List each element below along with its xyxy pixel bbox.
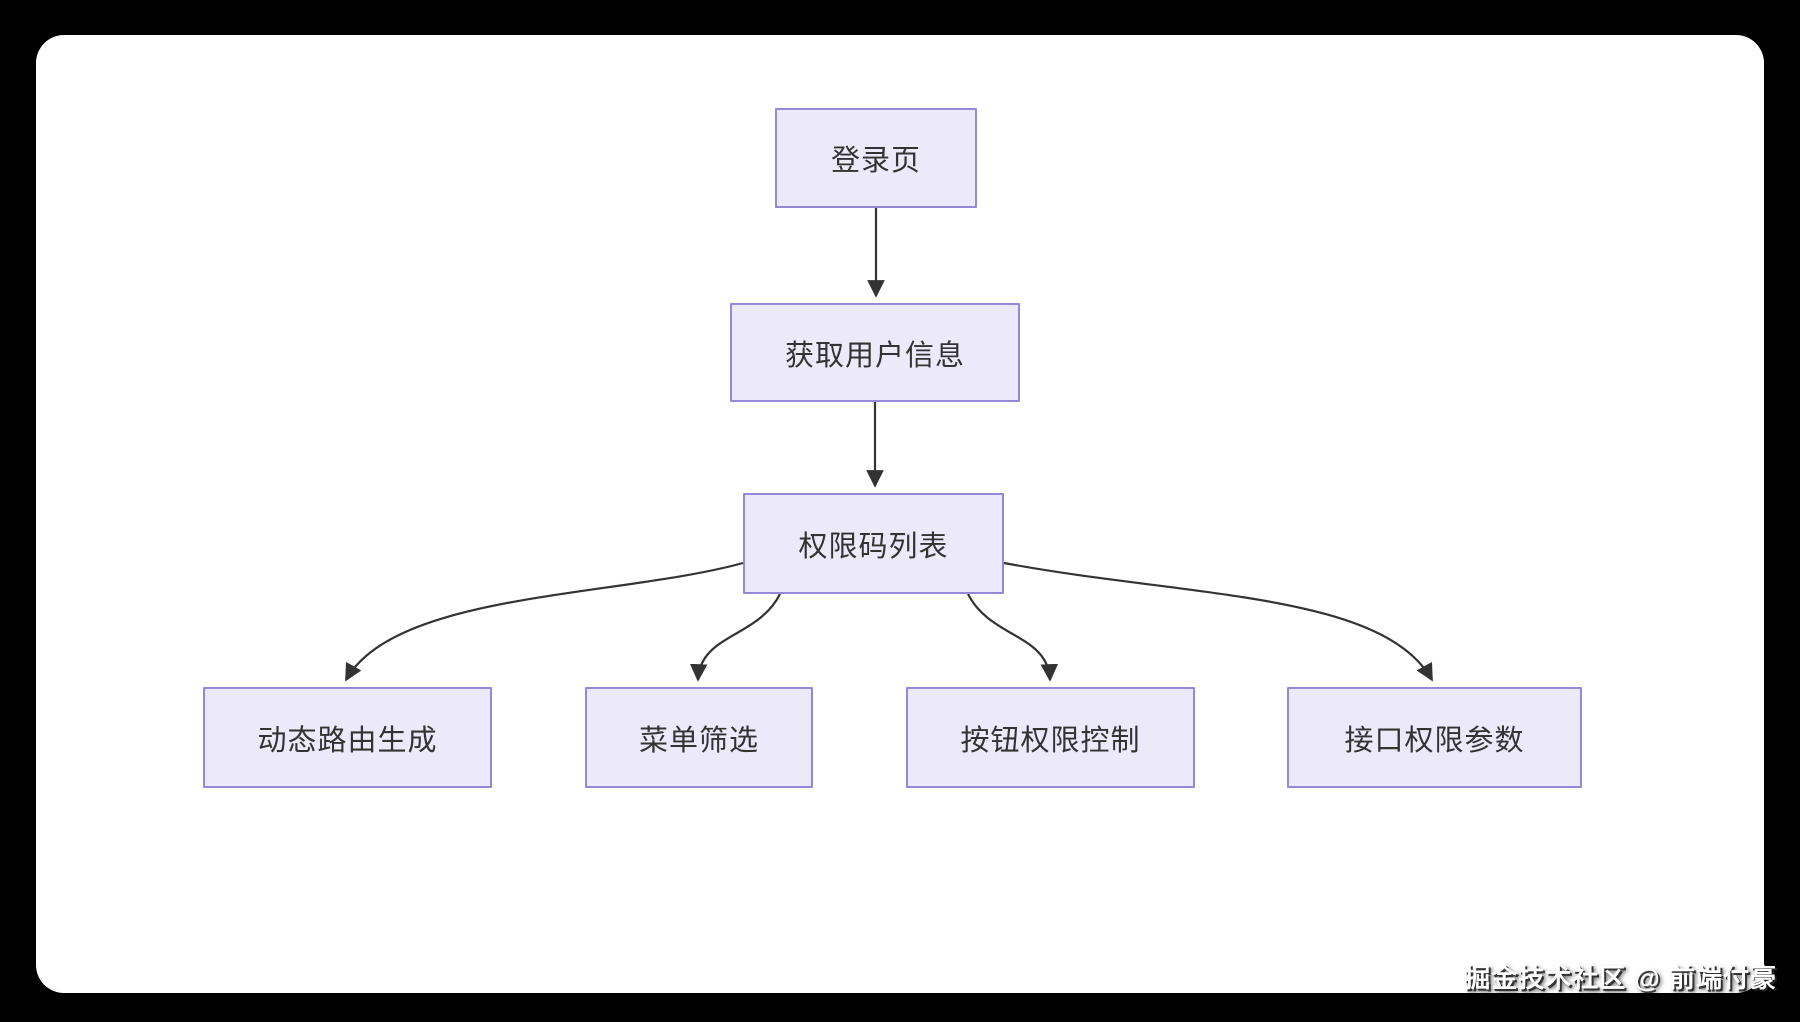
node-get-user-info-label: 获取用户信息 — [784, 339, 965, 372]
node-button-permission-control-label: 按钮权限控制 — [960, 724, 1141, 757]
node-login-page-label: 登录页 — [830, 145, 921, 177]
node-permission-code-list-label: 权限码列表 — [798, 530, 949, 563]
node-get-user-info: 获取用户信息 — [730, 303, 1020, 402]
node-api-permission-params: 接口权限参数 — [1287, 687, 1582, 788]
node-login-page: 登录页 — [775, 108, 977, 208]
node-menu-filtering-label: 菜单筛选 — [638, 724, 759, 757]
node-dynamic-route-generation: 动态路由生成 — [203, 687, 492, 788]
node-api-permission-params-label: 接口权限参数 — [1344, 724, 1525, 757]
node-permission-code-list: 权限码列表 — [743, 493, 1004, 594]
node-button-permission-control: 按钮权限控制 — [906, 687, 1195, 788]
node-menu-filtering: 菜单筛选 — [585, 687, 813, 788]
node-dynamic-route-generation-label: 动态路由生成 — [257, 724, 438, 757]
watermark: 掘金技术社区 @ 前端付豪 — [1464, 963, 1777, 993]
